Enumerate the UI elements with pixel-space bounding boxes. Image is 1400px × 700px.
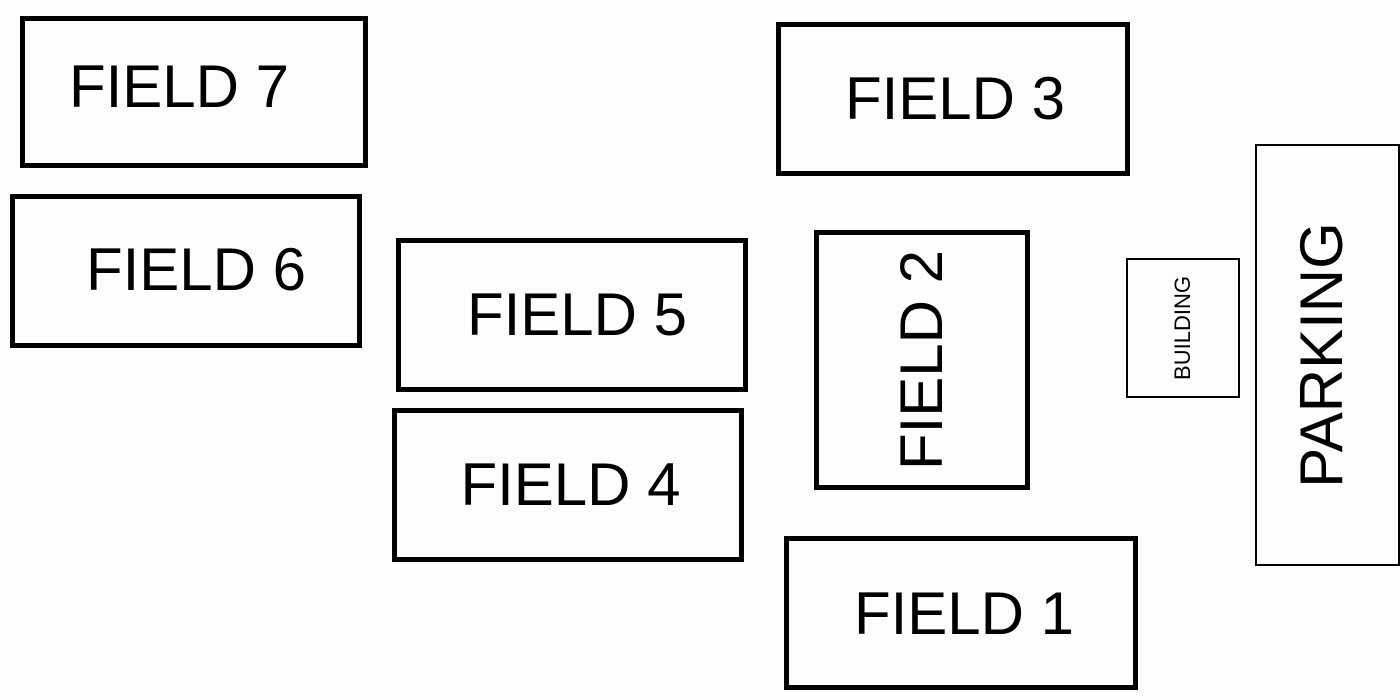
field-1-label: FIELD 1 — [853, 580, 1075, 647]
parking-label: PARKING — [1287, 222, 1355, 488]
field-6-label: FIELD 6 — [85, 236, 307, 303]
field-7-label: FIELD 7 — [68, 53, 290, 120]
field-6-area: FIELD 6 — [10, 194, 362, 348]
field-4-label: FIELD 4 — [460, 451, 681, 518]
field-5-area: FIELD 5 — [396, 238, 748, 392]
field-4-area: FIELD 4 — [392, 408, 744, 562]
field-5-label: FIELD 5 — [466, 281, 688, 348]
building-label: BUILDING — [1169, 276, 1195, 380]
field-3-area: FIELD 3 — [776, 22, 1130, 176]
field-7-area: FIELD 7 — [20, 16, 368, 168]
field-2-area: FIELD 2 — [814, 230, 1030, 490]
parking-area: PARKING — [1255, 144, 1400, 566]
building-area: BUILDING — [1126, 258, 1240, 398]
field-1-area: FIELD 1 — [784, 536, 1138, 690]
field-2-label: FIELD 2 — [888, 249, 956, 471]
field-3-label: FIELD 3 — [844, 65, 1066, 132]
